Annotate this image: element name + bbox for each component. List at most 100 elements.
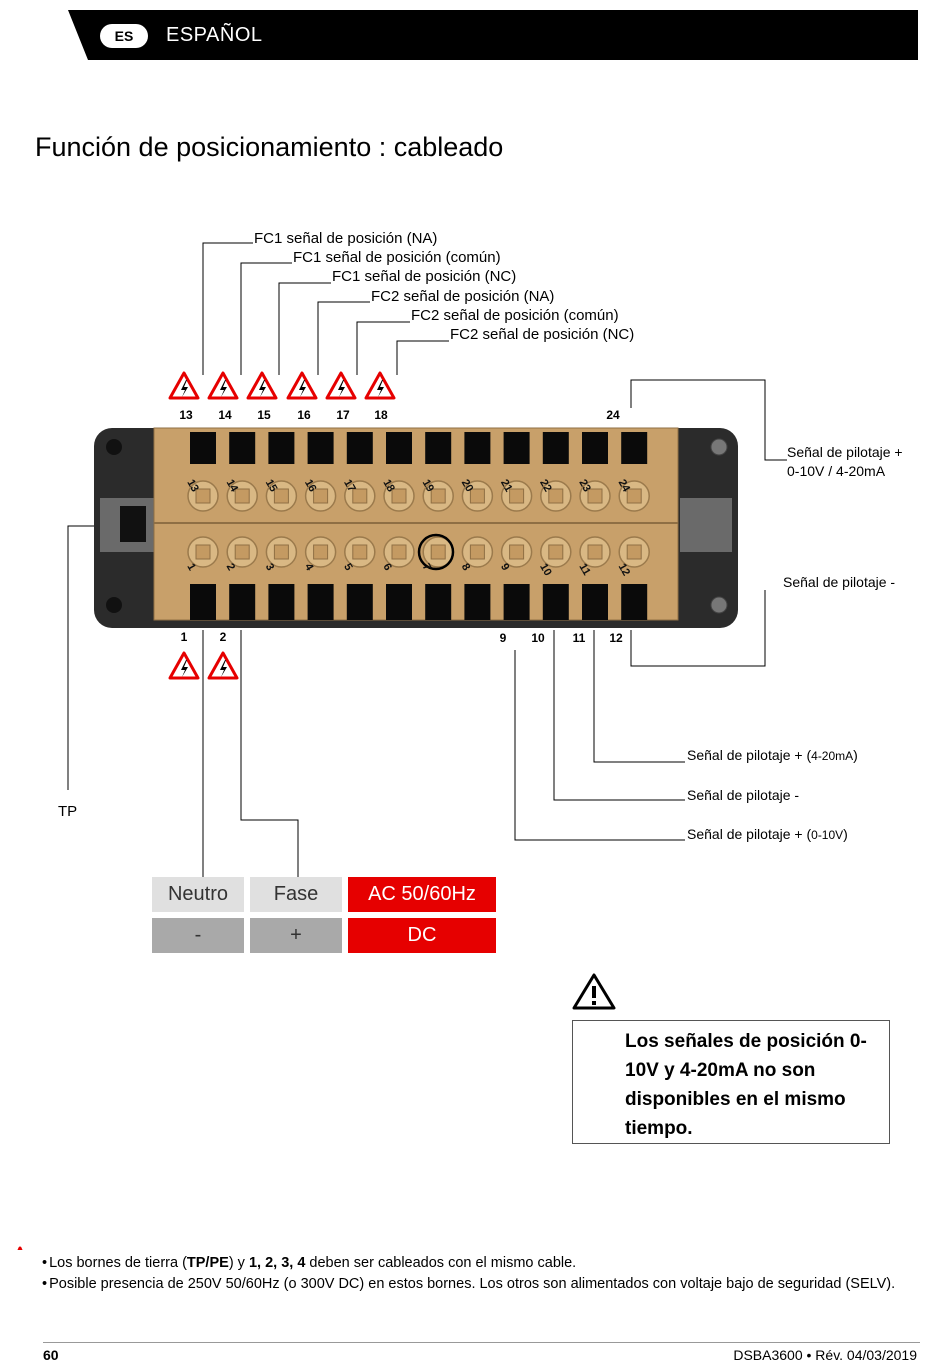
pilot-plus-range-label: 0-10V / 4-20mA	[787, 463, 886, 479]
minus-cell: -	[152, 918, 244, 953]
screw-socket	[469, 544, 485, 560]
terminal-number: 18	[374, 408, 388, 422]
note-box: Los señales de posición 0-10V y 4-20mA n…	[572, 1020, 890, 1144]
pilot-plus-0-10-label: Señal de pilotaje + (0-10V)	[687, 826, 848, 842]
terminal-slot	[582, 432, 608, 464]
fc2-common-label: FC2 señal de posición (común)	[411, 307, 619, 324]
tp-label: TP	[58, 803, 78, 820]
terminal-number: 9	[499, 631, 507, 645]
terminal-slot	[621, 584, 648, 620]
screw-socket	[626, 488, 642, 504]
terminal-slot	[542, 432, 569, 464]
terminal-slot	[386, 584, 412, 620]
footer-warning-electric-icon	[17, 1246, 23, 1250]
block-number: 3	[263, 562, 276, 573]
screw-socket	[352, 488, 368, 504]
terminal-number: 11	[572, 631, 586, 645]
screw-socket	[195, 488, 211, 504]
block-number: 10	[537, 562, 554, 579]
screw-socket	[273, 488, 289, 504]
fc1-na-label: FC1 señal de posición (NA)	[254, 230, 438, 247]
screw-socket	[509, 488, 525, 504]
terminal-number: 1	[180, 630, 188, 644]
ac-cell: AC 50/60Hz	[348, 877, 496, 912]
block-number: 12	[616, 562, 633, 579]
block-number: 19	[420, 478, 437, 495]
block-number: 23	[576, 478, 593, 495]
header-bar: ES ESPAÑOL	[0, 0, 950, 62]
terminal-number: 24	[606, 408, 620, 422]
terminal-number: 12	[609, 631, 623, 645]
footer-divider	[43, 1342, 920, 1343]
screw-socket	[234, 544, 250, 560]
screw-socket	[234, 488, 250, 504]
terminal-slot	[268, 584, 295, 620]
block-number: 2	[224, 562, 237, 573]
fc1-common-label: FC1 señal de posición (común)	[293, 249, 501, 266]
block-number: 8	[459, 562, 472, 573]
terminal-number: 16	[297, 408, 311, 422]
block-number: 16	[302, 478, 319, 495]
block-number: 1	[184, 562, 197, 573]
block-number: 20	[459, 478, 476, 495]
terminal-slot	[307, 584, 334, 620]
terminal-slot	[503, 432, 530, 464]
terminal-number: 10	[531, 631, 545, 645]
screw-socket	[430, 544, 446, 560]
document-reference: DSBA3600 • Rév. 04/03/2019	[733, 1347, 917, 1363]
terminal-slot	[346, 584, 373, 620]
terminal-number: 14	[218, 408, 232, 422]
terminal-slot	[229, 432, 256, 464]
terminal-slot	[268, 432, 295, 464]
block-number: 7	[420, 562, 433, 573]
terminal-slot	[621, 432, 648, 464]
pilot-plus-4-20-label: Señal de pilotaje + (4-20mA)	[687, 747, 858, 763]
fc2-nc-label: FC2 señal de posición (NC)	[450, 326, 635, 343]
terminal-slot	[425, 432, 452, 464]
screw-socket	[313, 544, 329, 560]
screw-socket	[352, 544, 368, 560]
page-number: 60	[43, 1347, 59, 1363]
screw-socket	[313, 488, 329, 504]
terminal-slot	[542, 584, 569, 620]
terminal-slot	[229, 584, 256, 620]
terminal-number: 15	[257, 408, 271, 422]
fc2-na-label: FC2 señal de posición (NA)	[371, 288, 555, 305]
screw-socket	[587, 488, 603, 504]
screw-socket	[430, 488, 446, 504]
terminal-slot	[464, 432, 491, 464]
screw-socket	[195, 544, 211, 560]
language-code: ES	[114, 28, 134, 44]
phase-cell: Fase	[250, 877, 342, 912]
footnote-item: Los bornes de tierra (TP/PE) y 1, 2, 3, …	[42, 1253, 895, 1274]
block-number: 21	[498, 478, 515, 495]
warning-icon	[572, 973, 616, 1010]
screw-socket	[509, 544, 525, 560]
block-number: 18	[380, 478, 397, 495]
terminal-number: 13	[179, 408, 193, 422]
highlight-circle	[417, 533, 455, 571]
language-name: ESPAÑOL	[166, 24, 263, 46]
block-number: 11	[576, 562, 592, 578]
terminal-slot	[190, 432, 216, 464]
terminal-slot	[464, 584, 491, 620]
pilot-minus-bottom-label: Señal de pilotaje -	[687, 787, 800, 803]
terminal-slot	[307, 432, 334, 464]
block-number: 5	[341, 562, 354, 573]
terminal-number: 17	[336, 408, 350, 422]
screw-socket	[548, 488, 564, 504]
pilot-plus-label: Señal de pilotaje +	[787, 444, 903, 460]
block-number: 15	[263, 478, 280, 495]
terminal-slot	[190, 584, 216, 620]
screw-socket	[626, 544, 642, 560]
footnote-item: Posible presencia de 250V 50/60Hz (o 300…	[42, 1274, 895, 1295]
screw-socket	[391, 544, 407, 560]
screw-socket	[587, 544, 603, 560]
page-title: Función de posicionamiento : cableado	[35, 132, 504, 162]
terminal-slot	[425, 584, 452, 620]
block-number: 17	[341, 478, 358, 495]
terminal-slot	[386, 432, 412, 464]
fc1-nc-label: FC1 señal de posición (NC)	[332, 268, 517, 285]
block-number: 6	[380, 562, 393, 573]
